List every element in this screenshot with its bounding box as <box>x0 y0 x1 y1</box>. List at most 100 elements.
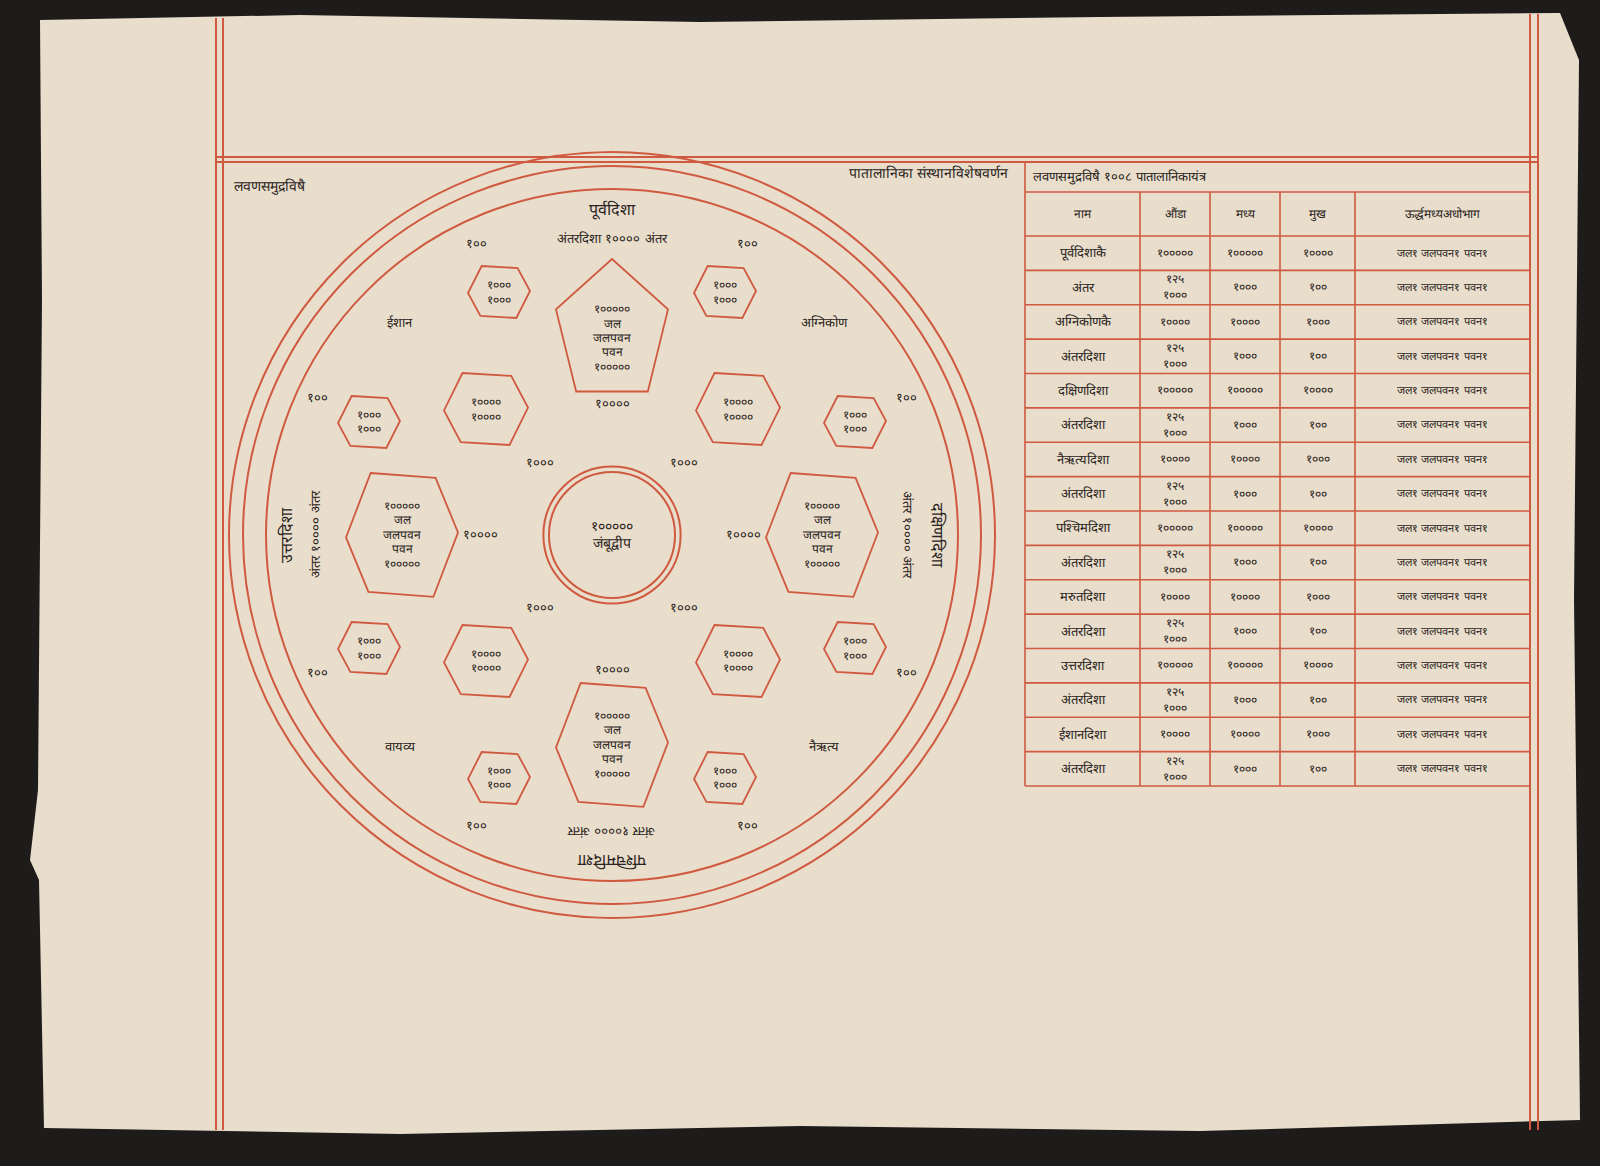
table-cell: १००० <box>1163 426 1187 440</box>
circle-line <box>549 472 675 598</box>
text-stack: १०००००जलजलपवनपवन१००००० <box>593 709 631 781</box>
row-name: अंतरदिशा <box>1061 417 1105 433</box>
row-name: अंतरदिशा <box>1061 349 1105 365</box>
table-cell: जल१ जलपवन१ पवन१ <box>1360 281 1525 294</box>
patala-text: जलपवन <box>383 528 421 542</box>
row-name: मरुतदिशा <box>1060 589 1105 605</box>
patala-shape <box>338 622 400 674</box>
patala-shape <box>468 266 530 318</box>
table-rule <box>1025 161 1530 163</box>
patala-text: १०००० <box>471 409 501 423</box>
table-rule <box>1279 192 1281 786</box>
patala-text: पवन <box>602 752 623 766</box>
table-cell: १००० <box>1163 563 1187 577</box>
table-cell: १०००० <box>1303 658 1333 672</box>
minor-patala: १०००१००० <box>338 396 400 448</box>
patala-mouth: १०० <box>307 390 328 406</box>
text-stack: १०००००जलजलपवनपवन१००००० <box>593 302 631 374</box>
patala-shape <box>696 625 780 697</box>
great-patala: १०००००जलजलपवनपवन१००००० <box>556 259 668 391</box>
patala-text: १००० <box>357 634 381 648</box>
patala-shape <box>444 625 528 697</box>
row-name: अंतरदिशा <box>1061 555 1105 571</box>
minor-patala: १०००१००० <box>824 396 886 448</box>
jambudvipa-circle: १०००००जंबूद्वीप <box>542 465 682 605</box>
patala-text: १०००० <box>471 395 501 409</box>
table-rule <box>1025 407 1530 409</box>
patala-text: १००००० <box>594 767 630 781</box>
minor-patala: १०००१००० <box>694 752 756 804</box>
table-rule <box>1025 579 1530 581</box>
border-rule <box>222 18 224 1130</box>
patala-text: १००० <box>843 648 867 662</box>
table-cell: १००० <box>1163 632 1187 646</box>
patala-text: १०००० <box>471 661 501 675</box>
row-name: ईशानदिशा <box>1059 727 1106 743</box>
table-cell: १००० <box>1306 590 1330 604</box>
patala-mouth: १००० <box>526 600 554 616</box>
patala-text: १०००० <box>723 395 753 409</box>
border-rule <box>1537 14 1539 1130</box>
table-rule <box>1025 751 1530 753</box>
table-cell: १००० <box>1233 280 1257 294</box>
table-rule <box>1025 235 1530 237</box>
border-rule <box>216 156 1538 158</box>
corner-name: अग्निकोण <box>801 315 847 331</box>
patala-text: १०००० <box>723 661 753 675</box>
patala-text: जलपवन <box>593 738 631 752</box>
row-name: अंतरदिशा <box>1061 692 1105 708</box>
table-cell: जल१ जलपवन१ पवन१ <box>1360 693 1525 706</box>
patala-shape <box>444 373 528 445</box>
patala-text: १००००० <box>804 499 840 513</box>
table-cell: १००० <box>1233 418 1257 432</box>
patala-shape <box>694 752 756 804</box>
table-cell: १००००० <box>1157 521 1193 535</box>
direction-label: उत्तरदिशा <box>277 508 296 563</box>
table-cell: १०० <box>1309 555 1327 569</box>
table-cell: १२५ <box>1166 341 1184 355</box>
table-cell: जल१ जलपवन१ पवन१ <box>1360 625 1525 638</box>
patala-mouth: १००० <box>526 455 554 471</box>
table-header: मध्य <box>1236 207 1255 221</box>
border-rule <box>216 161 1538 163</box>
row-name: अग्निकोणकै <box>1055 314 1111 330</box>
table-cell: जल१ जलपवन१ पवन१ <box>1360 350 1525 363</box>
patala-text: १००० <box>357 422 381 436</box>
great-patala: १०००००जलजलपवनपवन१००००० <box>766 473 878 597</box>
table-rule <box>1025 373 1530 375</box>
patala-shape <box>694 266 756 318</box>
patala-text: १००० <box>487 778 511 792</box>
table-rule <box>1024 162 1026 786</box>
patala-text: १००००० <box>594 302 630 316</box>
table-cell: १०००० <box>1303 383 1333 397</box>
table-cell: १०० <box>1309 693 1327 707</box>
minor-patala: १०००१००० <box>824 622 886 674</box>
minor-patala: १०००१००० <box>338 622 400 674</box>
patala-text: जल <box>604 317 621 331</box>
corner-name: वायव्य <box>385 739 415 755</box>
table-rule <box>1025 338 1530 340</box>
table-cell: १००० <box>1233 555 1257 569</box>
table-cell: जल१ जलपवन१ पवन१ <box>1360 315 1525 328</box>
table-cell: १००० <box>1306 315 1330 329</box>
table-cell: १००० <box>1163 701 1187 715</box>
table-cell: १००० <box>1163 495 1187 509</box>
table-cell: जल१ जलपवन१ पवन१ <box>1360 590 1525 603</box>
ocean-ring: पूर्वदिशादक्षिणदिशापश्चिमदिशाउत्तरदिशा१०… <box>227 150 997 920</box>
patala-shape <box>824 396 886 448</box>
text-stack: १०००१००० <box>843 407 867 436</box>
patala-mouth: १०० <box>896 665 917 681</box>
table-cell: १००००० <box>1227 521 1263 535</box>
table-cell: १०००० <box>1230 590 1260 604</box>
table-header: ऊर्द्धमध्यअधोभाग <box>1405 207 1480 221</box>
table-cell: १०००० <box>1230 727 1260 741</box>
table-cell: १२५ <box>1166 272 1184 286</box>
patala-text: पवन <box>392 542 413 556</box>
ring-circle <box>266 189 958 881</box>
table-grid <box>1025 162 1530 786</box>
page-heading: लवणसमुद्रविषै <box>234 178 305 195</box>
table-cell: जल१ जलपवन१ पवन१ <box>1360 487 1525 500</box>
patala-text: १०००० <box>723 409 753 423</box>
table-cell: जल१ जलपवन१ पवन१ <box>1360 728 1525 741</box>
table-cell: १०००० <box>1160 315 1190 329</box>
